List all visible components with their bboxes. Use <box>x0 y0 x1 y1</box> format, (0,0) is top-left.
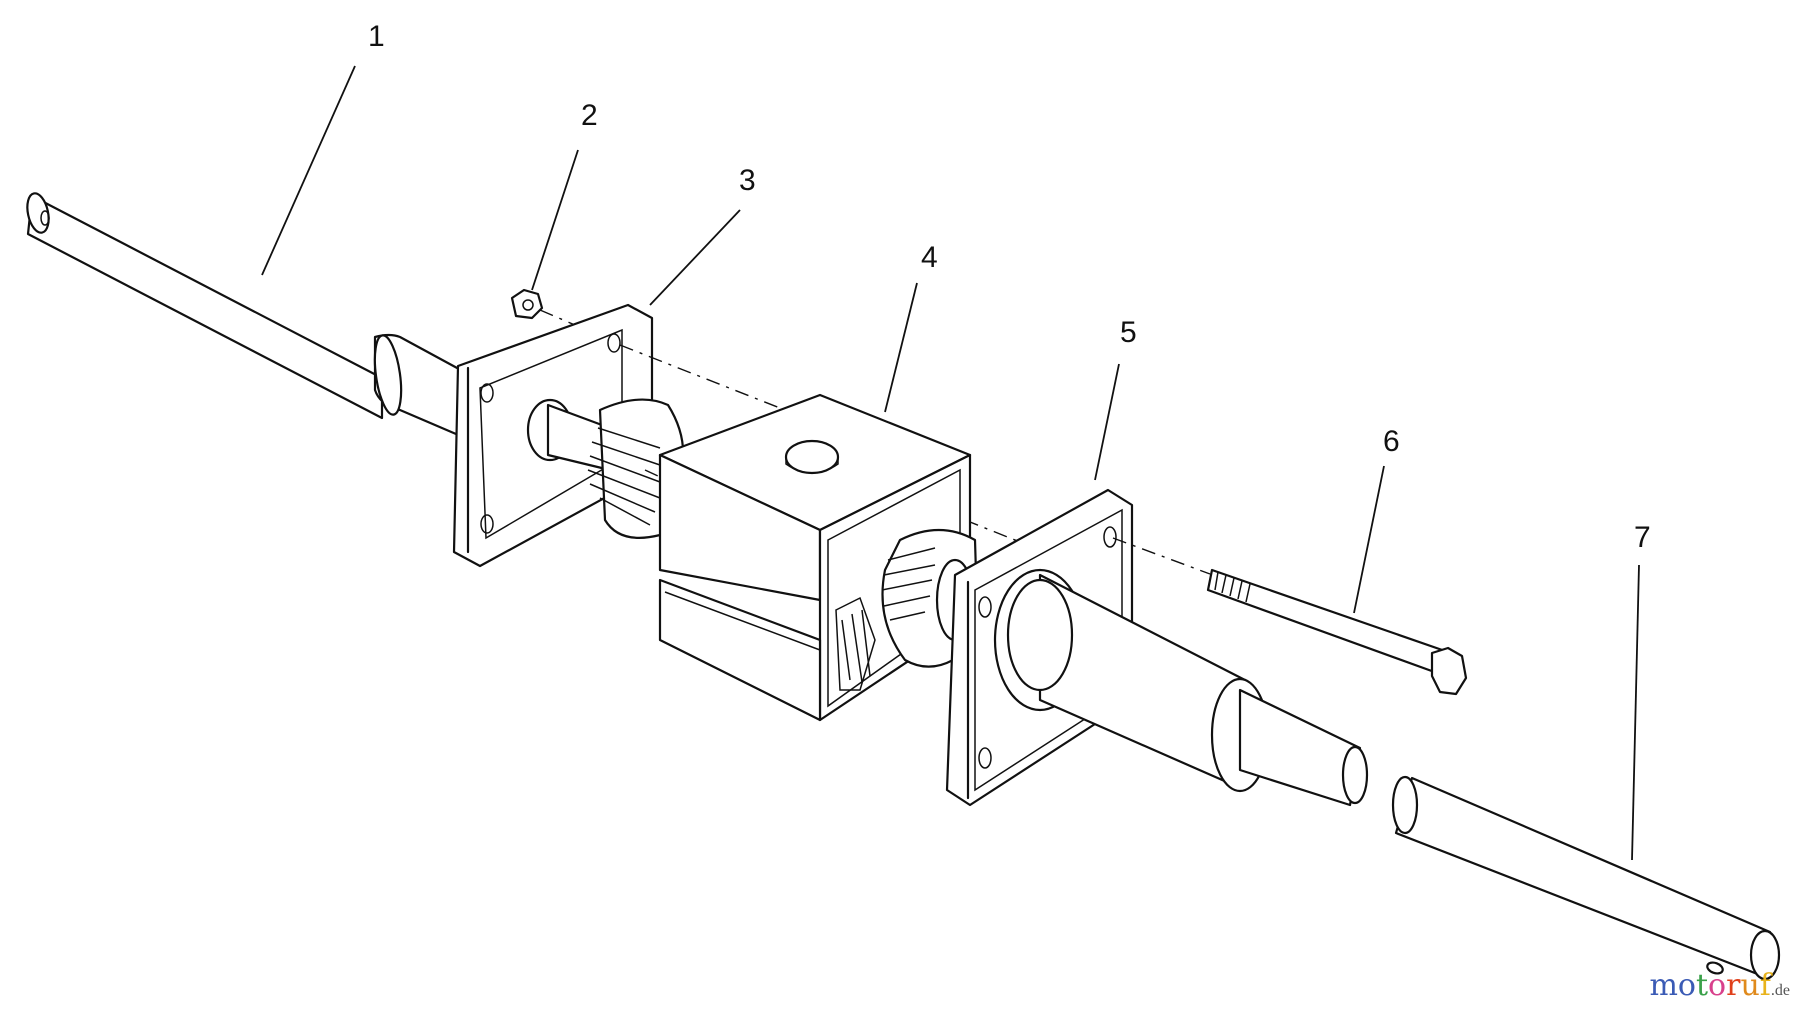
callout-3: 3 <box>739 164 756 197</box>
part-1-input-shaft <box>26 192 472 442</box>
wm-letter-o2: o <box>1708 968 1727 1003</box>
part-7-output-shaft <box>1391 775 1781 981</box>
wm-tld: .de <box>1770 982 1790 999</box>
part-2-lock-nut <box>510 288 544 320</box>
callout-4: 4 <box>921 241 938 274</box>
callout-1: 1 <box>368 20 385 53</box>
wm-letter-r: r <box>1726 968 1741 1003</box>
callout-2: 2 <box>581 99 598 132</box>
part-6-bolt <box>1206 568 1468 696</box>
motoruf-watermark: motoruf.de <box>1649 968 1790 1003</box>
wm-letter-u: u <box>1740 968 1760 1003</box>
wm-letter-t: t <box>1695 968 1709 1003</box>
callout-6: 6 <box>1383 425 1400 458</box>
wm-letter-o: o <box>1677 968 1696 1003</box>
wm-letter-m: m <box>1649 968 1678 1003</box>
leader-lines <box>261 65 1640 861</box>
callout-7: 7 <box>1634 521 1651 554</box>
part-5-flange-housing <box>945 488 1369 807</box>
callout-5: 5 <box>1120 316 1137 349</box>
wm-letter-f: f <box>1759 968 1771 1003</box>
